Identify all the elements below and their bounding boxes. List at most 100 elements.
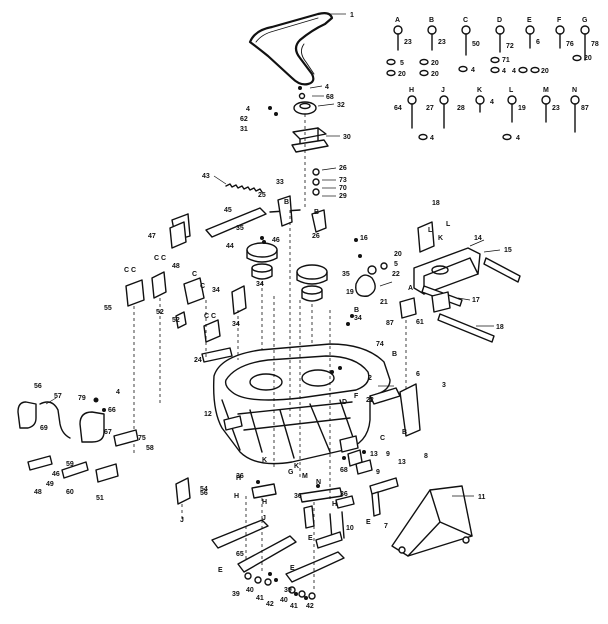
label-L: L — [428, 227, 433, 234]
label-B: B — [392, 351, 397, 358]
label-34: 34 — [212, 287, 220, 294]
label-2: 2 — [368, 375, 372, 382]
label-K: K — [438, 235, 443, 242]
label-4: 4 — [325, 84, 329, 91]
label-20: 20 — [431, 71, 439, 78]
assembly-lines — [205, 210, 407, 592]
label-6: 6 — [416, 371, 420, 378]
label-58: 58 — [146, 445, 154, 452]
label-44: 44 — [226, 243, 234, 250]
idler-pulley-assembly — [291, 86, 329, 210]
label-B: B — [314, 209, 319, 216]
label-15: 15 — [504, 247, 512, 254]
label-4: 4 — [116, 389, 120, 396]
label-39: 39 — [232, 591, 240, 598]
label-36: 36 — [294, 493, 302, 500]
label-C: C — [192, 271, 197, 278]
label-72: 72 — [506, 43, 514, 50]
label-4: 4 — [246, 106, 250, 113]
label-22: 22 — [366, 397, 374, 404]
label-A: A — [395, 17, 400, 24]
label-57: 57 — [54, 393, 62, 400]
belt-icon — [248, 12, 334, 86]
label-CC: C C — [124, 267, 136, 274]
baffle-icon — [223, 415, 359, 453]
label-B: B — [354, 307, 359, 314]
label-76: 76 — [566, 41, 574, 48]
nut-icon — [418, 133, 512, 141]
label-20: 20 — [541, 68, 549, 75]
label-7: 7 — [384, 523, 388, 530]
label-4: 4 — [516, 135, 520, 142]
label-6: 6 — [536, 39, 540, 46]
label-5: 5 — [400, 60, 404, 67]
label-34: 34 — [232, 321, 240, 328]
label-K: K — [477, 87, 482, 94]
label-J: J — [262, 515, 266, 522]
label-23: 23 — [404, 39, 412, 46]
label-50: 50 — [472, 41, 480, 48]
label-29: 29 — [339, 193, 347, 200]
label-40: 40 — [280, 597, 288, 604]
deck-housing-icon — [212, 343, 421, 465]
label-79: 79 — [78, 395, 86, 402]
label-E: E — [218, 567, 223, 574]
chute-icon — [391, 485, 473, 557]
label-68: 68 — [340, 467, 348, 474]
label-D: D — [342, 399, 347, 406]
label-K: K — [262, 457, 267, 464]
label-20: 20 — [584, 55, 592, 62]
label-F: F — [557, 17, 562, 24]
label-41: 41 — [256, 595, 264, 602]
label-43: 43 — [202, 173, 210, 180]
label-J: J — [441, 87, 445, 94]
label-28: 28 — [457, 105, 465, 112]
lift-arm-assembly — [399, 221, 521, 343]
label-E: E — [527, 17, 532, 24]
label-5: 5 — [394, 261, 398, 268]
label-59: 59 — [66, 461, 74, 468]
label-10: 10 — [346, 525, 354, 532]
label-75: 75 — [138, 435, 146, 442]
label-E: E — [366, 519, 371, 526]
label-47: 47 — [148, 233, 156, 240]
bolt-icon — [407, 95, 580, 133]
label-23: 23 — [552, 105, 560, 112]
label-56: 56 — [34, 383, 42, 390]
label-8: 8 — [424, 453, 428, 460]
label-19: 19 — [518, 105, 526, 112]
label-13: 13 — [398, 459, 406, 466]
label-20: 20 — [398, 71, 406, 78]
lower-left-parts — [17, 397, 191, 520]
label-B: B — [429, 17, 434, 24]
label-26: 26 — [339, 165, 347, 172]
label-34: 34 — [256, 281, 264, 288]
label-24: 24 — [194, 357, 202, 364]
label-CC: C C — [154, 255, 166, 262]
label-78: 78 — [591, 41, 599, 48]
label-14: 14 — [474, 235, 482, 242]
label-C: C — [200, 283, 205, 290]
label-42: 42 — [266, 601, 274, 608]
label-4: 4 — [430, 135, 434, 142]
label-F: F — [354, 393, 359, 400]
label-26: 26 — [312, 233, 320, 240]
label-87: 87 — [386, 320, 394, 327]
label-46: 46 — [52, 471, 60, 478]
nut-icon — [386, 54, 582, 77]
label-36: 36 — [236, 473, 244, 480]
label-70: 70 — [339, 185, 347, 192]
label-19: 19 — [346, 289, 354, 296]
label-33: 33 — [276, 179, 284, 186]
label-12: 12 — [204, 411, 212, 418]
label-N: N — [316, 479, 321, 486]
label-E: E — [308, 535, 313, 542]
bracket-icon — [125, 221, 247, 454]
label-49: 49 — [46, 481, 54, 488]
label-46: 46 — [272, 237, 280, 244]
label-35: 35 — [236, 225, 244, 232]
label-18: 18 — [496, 324, 504, 331]
label-60: 60 — [66, 489, 74, 496]
label-34: 34 — [354, 315, 362, 322]
label-N: N — [572, 87, 577, 94]
